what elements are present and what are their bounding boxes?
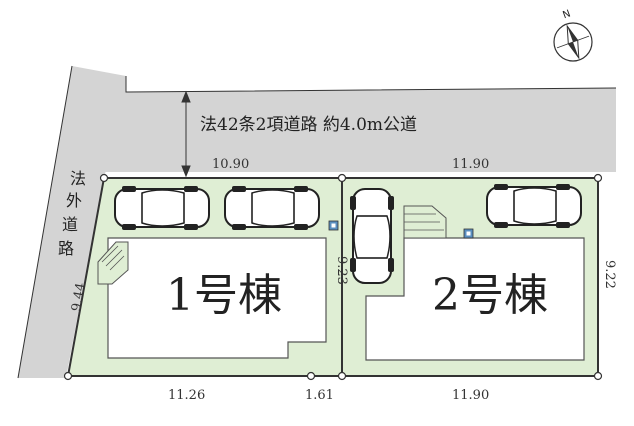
car-icon (114, 186, 210, 230)
survey-points (63, 173, 603, 381)
side-road-label: 法 外 道 路 (58, 169, 86, 258)
car-icon (224, 186, 320, 230)
svg-text:外: 外 (66, 191, 82, 210)
building-1-entrance (97, 241, 129, 285)
dim-right-side: 9.22 (602, 260, 617, 289)
front-road-label: 法42条2項道路 約4.0m公道 (200, 115, 417, 135)
svg-text:路: 路 (58, 239, 74, 258)
compass-icon: N (553, 8, 593, 62)
svg-text:道: 道 (62, 215, 78, 234)
car-icon (486, 184, 582, 228)
building-2-footprint (365, 237, 585, 361)
dim-bottom-right: 11.90 (452, 388, 489, 403)
building-2-label: 2号棟 (432, 270, 548, 321)
dim-bottom-left: 11.26 (168, 388, 205, 403)
car-icon (350, 188, 394, 284)
dim-left-side: 9.44 (69, 282, 89, 313)
compass-north-label: N (561, 8, 572, 21)
side-road (18, 66, 126, 378)
building-1-label: 1号棟 (166, 270, 282, 321)
building-1-footprint (107, 237, 327, 359)
dim-middle: 9.23 (334, 256, 349, 285)
svg-text:法: 法 (70, 169, 86, 188)
road-width-arrow (181, 90, 191, 178)
front-road (70, 88, 616, 172)
dim-top-right: 11.90 (452, 157, 489, 172)
dim-bottom-mid: 1.61 (305, 388, 334, 403)
dim-top-left: 10.90 (212, 157, 249, 172)
